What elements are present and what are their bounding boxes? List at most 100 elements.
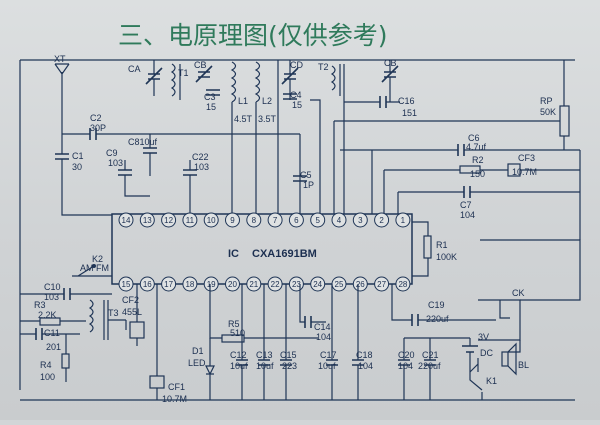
svg-text:15: 15 [292, 100, 302, 110]
svg-text:R4: R4 [40, 360, 52, 370]
ic-pin-number: 20 [228, 280, 237, 289]
ic-pin-number: 21 [249, 280, 258, 289]
ic-pin-number: 16 [143, 280, 152, 289]
svg-text:C19: C19 [428, 300, 445, 310]
transformer-t1: T1 [170, 63, 189, 100]
ic-pin-number: 8 [252, 216, 257, 225]
transformer-t3: T3 [80, 299, 126, 340]
capacitor-c1: C1 30 [55, 151, 84, 172]
svg-text:50K: 50K [540, 107, 556, 117]
svg-text:C9: C9 [106, 148, 118, 158]
ic-pin-24: 24 [310, 276, 326, 292]
svg-text:C810uf: C810uf [128, 137, 158, 147]
ic-pin-number: 25 [335, 280, 344, 289]
diagram-title: 三、电原理图(仅供参考) [118, 21, 388, 50]
xt-label: XT [54, 54, 66, 64]
ic-pin-3: 3 [352, 212, 368, 228]
svg-text:L2: L2 [262, 96, 272, 106]
inductor-l2: L2 3.5T [254, 61, 277, 214]
svg-text:10uf: 10uf [230, 361, 248, 371]
svg-text:CF1: CF1 [168, 382, 185, 392]
svg-text:C13: C13 [256, 350, 273, 360]
svg-text:10.7M: 10.7M [162, 394, 187, 404]
ceramic-filter-cf3: CF3 10.7M [507, 153, 580, 177]
svg-text:LED: LED [188, 358, 206, 368]
ic-pin-28: 28 [395, 276, 411, 292]
ceramic-filter-cf2: CF2 455L [122, 284, 145, 346]
ic-pin-number: 18 [185, 280, 194, 289]
ic-pin-number: 2 [379, 216, 384, 225]
variable-capacitor-ca: CA [128, 60, 163, 96]
ic-pin-number: 15 [122, 280, 131, 289]
potentiometer-rp: RP 50K [540, 60, 570, 150]
ic-pin-number: 11 [186, 216, 195, 225]
capacitor-c2: C2 30P [89, 113, 106, 140]
ic-pin-number: 1 [401, 216, 406, 225]
svg-text:103: 103 [44, 292, 59, 302]
svg-text:T3: T3 [108, 308, 119, 318]
svg-text:C3: C3 [204, 92, 216, 102]
antenna-xt: XT [54, 54, 70, 84]
svg-text:C22: C22 [192, 152, 209, 162]
ic-pin-27: 27 [374, 276, 390, 292]
svg-text:C20: C20 [398, 350, 415, 360]
capacitor-c5: C5 1P [293, 170, 314, 190]
speaker-bl: BL [501, 340, 529, 376]
capacitor-c22: C22 103 [183, 152, 209, 214]
capacitor-c10: C10 103 [20, 282, 112, 302]
svg-text:C17: C17 [320, 350, 337, 360]
svg-text:CF3: CF3 [518, 153, 535, 163]
svg-text:C11: C11 [44, 328, 60, 338]
ic-pin-16: 16 [139, 276, 155, 292]
capacitor-c12: C12 10uf [230, 284, 248, 400]
svg-text:10uf: 10uf [256, 361, 274, 371]
svg-text:100K: 100K [436, 252, 457, 262]
ic-pin-number: 19 [207, 280, 216, 289]
svg-text:3.5T: 3.5T [258, 114, 277, 124]
resistor-r2: R2 150 [383, 155, 508, 214]
svg-text:CA: CA [128, 64, 141, 74]
capacitor-c16: C16 151 [344, 96, 417, 118]
ic-pin-number: 26 [356, 280, 365, 289]
svg-text:150: 150 [470, 169, 485, 179]
svg-text:103: 103 [108, 158, 123, 168]
resistor-r1: R1 100K [412, 221, 457, 277]
svg-text:C12: C12 [230, 350, 247, 360]
svg-text:455L: 455L [122, 307, 142, 317]
ic-pin-10: 10 [203, 212, 219, 228]
ic-pin-6: 6 [288, 212, 304, 228]
svg-text:RP: RP [540, 96, 553, 106]
ic-pin-8: 8 [246, 212, 262, 228]
ic-pin-7: 7 [267, 212, 283, 228]
capacitor-c6: C6 4.7uf [457, 133, 487, 156]
svg-text:CK: CK [512, 288, 525, 298]
ic-pin-2: 2 [374, 212, 390, 228]
ic-pin-15: 15 [118, 276, 134, 292]
svg-text:D1: D1 [192, 346, 204, 356]
svg-text:C16: C16 [398, 96, 415, 106]
svg-text:10uf: 10uf [318, 361, 336, 371]
svg-text:C21: C21 [422, 350, 439, 360]
svg-text:100: 100 [40, 372, 55, 382]
svg-text:2.2K: 2.2K [38, 310, 57, 320]
capacitor-c21: C21 220uf [418, 338, 441, 400]
capacitor-c13: C13 10uf [256, 284, 274, 400]
ic-pin-number: 22 [271, 280, 280, 289]
ic-pin-number: 6 [294, 216, 299, 225]
capacitor-c4: C4 15 [283, 90, 302, 110]
svg-text:104: 104 [460, 210, 475, 220]
headphone-jack-ck: CK [478, 239, 581, 341]
svg-text:R5: R5 [228, 319, 240, 329]
svg-text:104: 104 [358, 361, 373, 371]
svg-text:C18: C18 [356, 350, 373, 360]
svg-text:151: 151 [402, 108, 417, 118]
capacitor-c20: C20 104 [398, 338, 415, 400]
capacitor-c17: C17 10uf [318, 284, 338, 400]
ic-pin-14: 14 [118, 212, 134, 228]
ic-pin-18: 18 [182, 276, 198, 292]
variable-capacitor-cb-2: CB [381, 58, 399, 102]
ic-pin-number: 28 [398, 280, 407, 289]
svg-text:CB: CB [194, 60, 207, 70]
